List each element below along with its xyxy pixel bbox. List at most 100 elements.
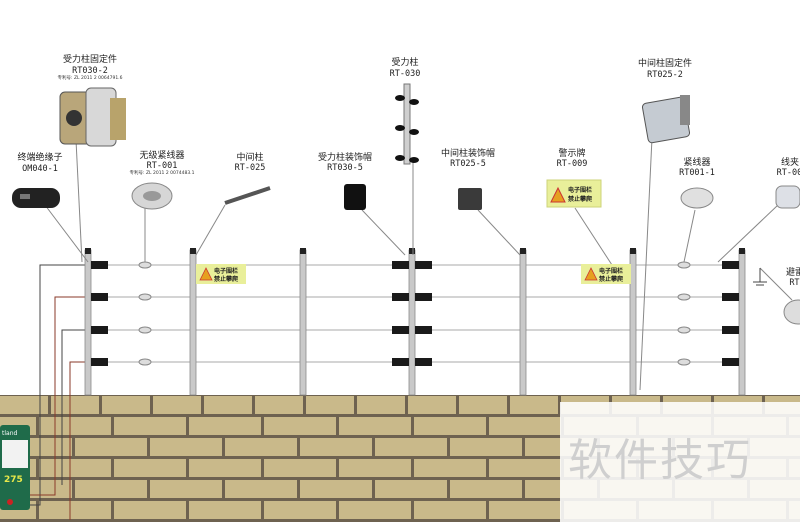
post-cap [630,248,636,254]
insulator [722,261,739,269]
brick [408,396,456,414]
label-code: RT-030 [390,69,421,79]
brick [510,396,558,414]
label-name: 中间柱装饰帽 [441,147,495,159]
brick [264,501,336,519]
brick [102,396,150,414]
brick [414,417,486,435]
label-name: 受力柱 [391,56,418,68]
tensioner-image [680,187,714,209]
strain-post-cap-image [344,184,366,210]
label-name: 避雷 [786,266,800,278]
tensioner [677,261,691,269]
label-name: 中间柱 [236,151,263,163]
watermark-text: 软件技巧 [568,435,752,486]
sign-text-line2: 禁止攀爬 [567,195,593,203]
brick [339,501,411,519]
label-code: RT- [789,278,800,288]
tensioner [138,358,152,366]
strain-post [84,249,92,396]
brick [264,459,336,477]
post-cap [85,248,91,254]
brick [225,438,297,456]
sign-text-line1: 电子围栏 [599,267,623,275]
strain-post [738,249,746,396]
fence-posts [84,248,746,396]
insulator [91,293,108,301]
label-code: RT030-2 [72,66,108,76]
brick [114,459,186,477]
brick [414,501,486,519]
label-patent: 专利号: ZL 2011 2 0074483.1 [130,169,195,176]
label-code: RT025-2 [647,70,683,80]
brick [114,501,186,519]
brick [300,438,372,456]
brick [375,438,447,456]
label-name: 受力柱装饰帽 [318,151,372,163]
brick [75,480,147,498]
post-cap [520,248,526,254]
intermediate-post-cap-image [458,188,482,210]
insulator [392,261,409,269]
strain-post-bracket-image [59,87,126,147]
brick [300,480,372,498]
warning-sign-sample: 电子围栏 禁止攀爬 [546,179,602,208]
label-code: RT-009 [557,159,588,169]
insulator [91,326,108,334]
brick [204,396,252,414]
terminal-insulator-image [12,188,60,208]
brick [489,459,561,477]
lightning-arrester-image [753,268,800,325]
tensioner [677,358,691,366]
strain-post [408,249,416,396]
stepless-tensioner-image [131,182,173,210]
strain-post-image [395,83,419,165]
label-code: RT-025 [235,163,266,173]
brick [75,438,147,456]
label-code: RT030-5 [327,163,363,173]
insulator [91,358,108,366]
intermediate-post-bracket-image [641,95,691,144]
post-cap [739,248,745,254]
insulator [722,293,739,301]
sign-text-line1: 电子围栏 [214,267,238,275]
label-name: 警示牌 [558,147,585,159]
brick [375,480,447,498]
brick [150,438,222,456]
warning-triangle-icon [550,186,566,203]
brick [339,459,411,477]
brick [414,459,486,477]
sign-text-line2: 禁止攀爬 [213,275,239,283]
intermediate-post [189,249,197,396]
post-cap [300,248,306,254]
brick [264,417,336,435]
label-code: RT-001 [147,161,178,171]
brick [357,396,405,414]
wire-clip-image [775,185,800,209]
label-name: 受力柱固定件 [63,53,117,65]
leader-lines [44,137,793,391]
brick [255,396,303,414]
label-name: 无级紧线器 [139,149,184,161]
warning-sign-on-fence-1: 电子围栏 禁止攀爬 [196,264,246,284]
label-name: 紧线器 [683,156,710,168]
intermediate-post-image [224,186,271,205]
brick [306,396,354,414]
tensioner [677,293,691,301]
insulator [91,261,108,269]
tensioner [138,293,152,301]
brick [150,480,222,498]
sign-text-line2: 禁止攀爬 [598,275,624,283]
sign-text-line1: 电子围栏 [568,186,592,194]
intermediate-post [519,249,527,396]
insulator [415,326,432,334]
insulator [415,358,432,366]
tensioner [138,326,152,334]
brick [339,417,411,435]
post-cap [409,248,415,254]
label-patent: 专利号: ZL 2011 2 0064791.6 [58,74,123,81]
intermediate-post [299,249,307,396]
label-name: 中间柱固定件 [638,57,692,69]
brick [39,459,111,477]
watermark: 软件技巧 [560,402,800,522]
